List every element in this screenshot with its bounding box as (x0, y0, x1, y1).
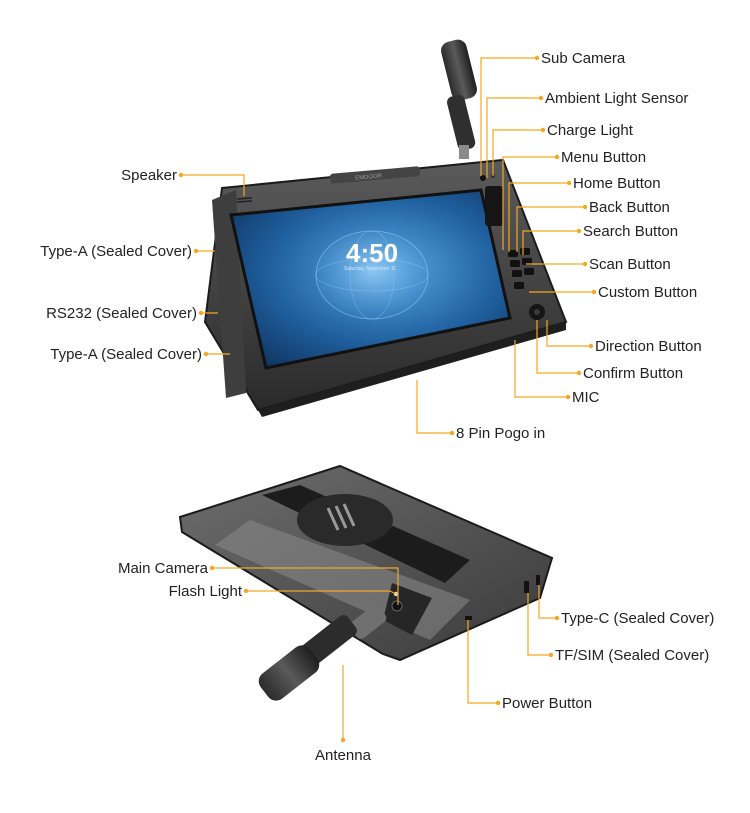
label-type-a-2: Type-A (Sealed Cover) (50, 346, 202, 363)
screen-clock-date: Saturday, November 11 (344, 266, 396, 272)
leader-confirm-button (536, 320, 579, 374)
leader-search-button (522, 230, 579, 255)
leader-type-c (538, 585, 557, 619)
leader-direction-button (546, 320, 591, 347)
leader-pogo (416, 380, 452, 434)
label-direction-button: Direction Button (595, 338, 702, 355)
leader-speaker (181, 174, 245, 196)
label-tf-sim: TF/SIM (Sealed Cover) (555, 647, 709, 664)
label-power-button: Power Button (502, 695, 592, 712)
leader-mic (514, 340, 568, 398)
leader-ambient-light (486, 97, 541, 178)
back-antenna (258, 605, 387, 701)
tf-sim-slot (524, 581, 529, 593)
label-confirm-button: Confirm Button (583, 365, 683, 382)
label-ambient-light-sensor: Ambient Light Sensor (545, 90, 688, 107)
label-type-c: Type-C (Sealed Cover) (561, 610, 714, 627)
hand-strap (262, 485, 470, 583)
label-mic: MIC (572, 389, 600, 406)
type-c-port (536, 575, 540, 585)
label-rs232: RS232 (Sealed Cover) (46, 305, 197, 322)
back-view (178, 464, 554, 701)
leader-sub-camera (480, 57, 537, 176)
leader-home-button (508, 182, 569, 252)
speaker-grille (236, 197, 253, 203)
label-type-a-1: Type-A (Sealed Cover) (40, 243, 192, 260)
label-antenna: Antenna (315, 747, 372, 764)
label-pogo-pin: 8 Pin Pogo in (456, 425, 545, 442)
leader-back-button (516, 206, 585, 252)
label-custom-button: Custom Button (598, 284, 697, 301)
label-scan-button: Scan Button (589, 256, 671, 273)
leader-flash-light (246, 590, 397, 595)
power-key (465, 616, 472, 620)
rear-camera-module (383, 583, 432, 635)
front-antenna (441, 39, 477, 159)
label-back-button: Back Button (589, 199, 670, 216)
callouts: Sub Camera Ambient Light Sensor Charge L… (40, 50, 714, 764)
leader-menu-button (502, 156, 557, 250)
label-search-button: Search Button (583, 223, 678, 240)
leader-main-camera (212, 567, 399, 605)
leader-power-button (467, 620, 498, 704)
leader-tf-sim (527, 593, 551, 656)
label-home-button: Home Button (573, 175, 661, 192)
label-main-camera: Main Camera (118, 560, 209, 577)
front-view: EMDOOR 4:50 Saturday, November 11 (203, 39, 568, 417)
label-charge-light: Charge Light (547, 122, 634, 139)
leader-charge-light (492, 129, 543, 176)
label-sub-camera: Sub Camera (541, 50, 626, 67)
screen-clock-time: 4:50 (346, 238, 398, 268)
brand-logo: EMDOOR (355, 173, 383, 181)
label-flash-light: Flash Light (169, 583, 243, 600)
label-speaker: Speaker (121, 167, 177, 184)
label-menu-button: Menu Button (561, 149, 646, 166)
